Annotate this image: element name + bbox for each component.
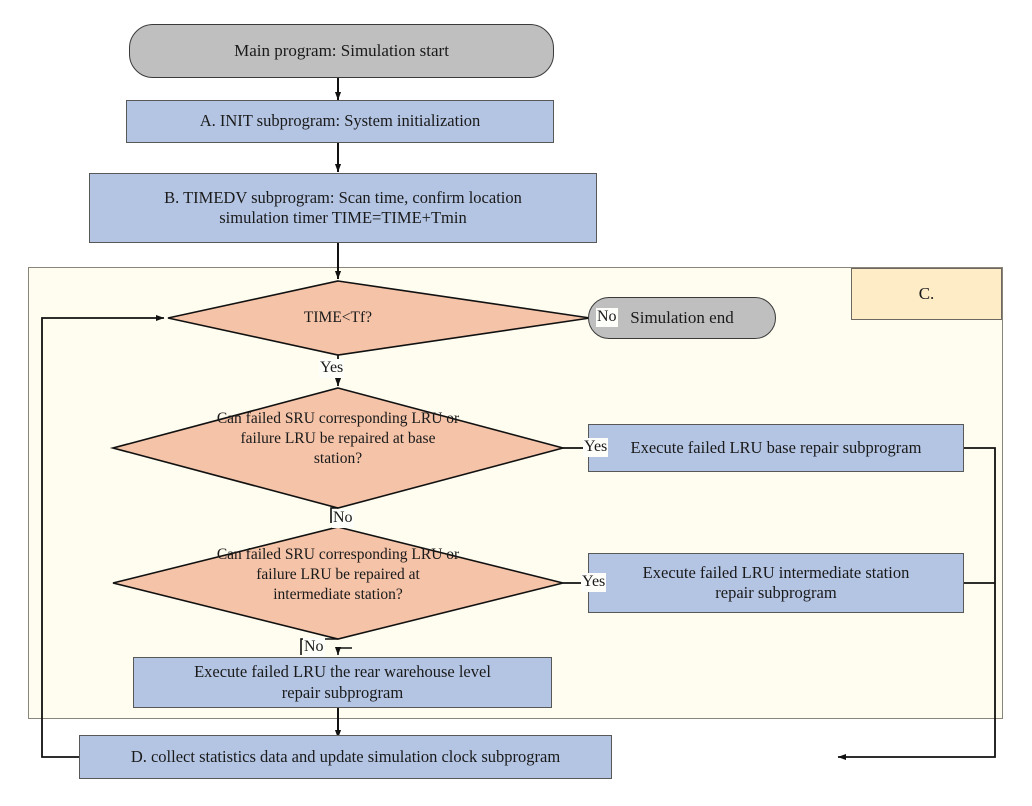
edge-intermediate-no-arrow xyxy=(334,646,352,656)
edge-label-time-yes: Yes xyxy=(319,359,345,378)
edge-label-time-no: No xyxy=(596,308,618,327)
node-simulation-end-label: Simulation end xyxy=(630,307,734,327)
node-simulation-end[interactable]: Simulation end xyxy=(588,297,776,339)
node-intermediate-repair-line2: repair subprogram xyxy=(715,583,837,602)
node-timedv-subprogram[interactable]: B. TIMEDV subprogram: Scan time, confirm… xyxy=(89,173,597,243)
edge-decision-base-no xyxy=(330,507,338,523)
edge-label-time-no-text: No xyxy=(597,308,617,325)
node-rear-repair-line1: Execute failed LRU the rear warehouse le… xyxy=(194,662,491,682)
node-rear-warehouse-repair-subprogram[interactable]: Execute failed LRU the rear warehouse le… xyxy=(133,657,552,708)
edge-decision-intermediate-no xyxy=(300,638,338,655)
edge-base-repair-return xyxy=(837,447,996,761)
node-timedv-line2: simulation timer TIME=TIME+Tmin xyxy=(219,208,467,227)
node-start[interactable]: Main program: Simulation start xyxy=(129,24,554,78)
edge-label-base-yes-text: Yes xyxy=(584,438,608,455)
edge-label-base-no-text: No xyxy=(333,509,353,526)
loop-scope-panel xyxy=(28,267,1003,719)
node-init-subprogram[interactable]: A. INIT subprogram: System initializatio… xyxy=(126,100,554,143)
edge-label-time-yes-text: Yes xyxy=(320,359,344,376)
node-base-repair-subprogram[interactable]: Execute failed LRU base repair subprogra… xyxy=(588,424,964,472)
edge-label-intermediate-no-text: No xyxy=(304,638,324,655)
node-rear-repair-line2: repair subprogram xyxy=(281,682,404,702)
edge-label-intermediate-yes: Yes xyxy=(581,573,607,592)
edge-label-base-yes: Yes xyxy=(583,438,609,457)
node-intermediate-repair-line1: Execute failed LRU intermediate station xyxy=(642,562,910,582)
node-timedv-line1: B. TIMEDV subprogram: Scan time, confirm… xyxy=(164,187,522,207)
node-init-label: A. INIT subprogram: System initializatio… xyxy=(199,111,481,131)
edge-label-intermediate-no: No xyxy=(303,638,325,657)
node-collect-label: D. collect statistics data and update si… xyxy=(130,746,561,766)
edge-collect-loopback xyxy=(41,314,165,758)
edge-label-intermediate-yes-text: Yes xyxy=(582,573,606,590)
node-base-repair-label: Execute failed LRU base repair subprogra… xyxy=(630,437,922,457)
edge-label-base-no: No xyxy=(332,509,354,528)
panel-c-label: C. xyxy=(918,284,935,303)
node-intermediate-repair-subprogram[interactable]: Execute failed LRU intermediate station … xyxy=(588,553,964,613)
node-collect-statistics-subprogram[interactable]: D. collect statistics data and update si… xyxy=(79,735,612,779)
node-start-label: Main program: Simulation start xyxy=(234,40,449,60)
panel-c-label-box: C. xyxy=(851,268,1002,320)
